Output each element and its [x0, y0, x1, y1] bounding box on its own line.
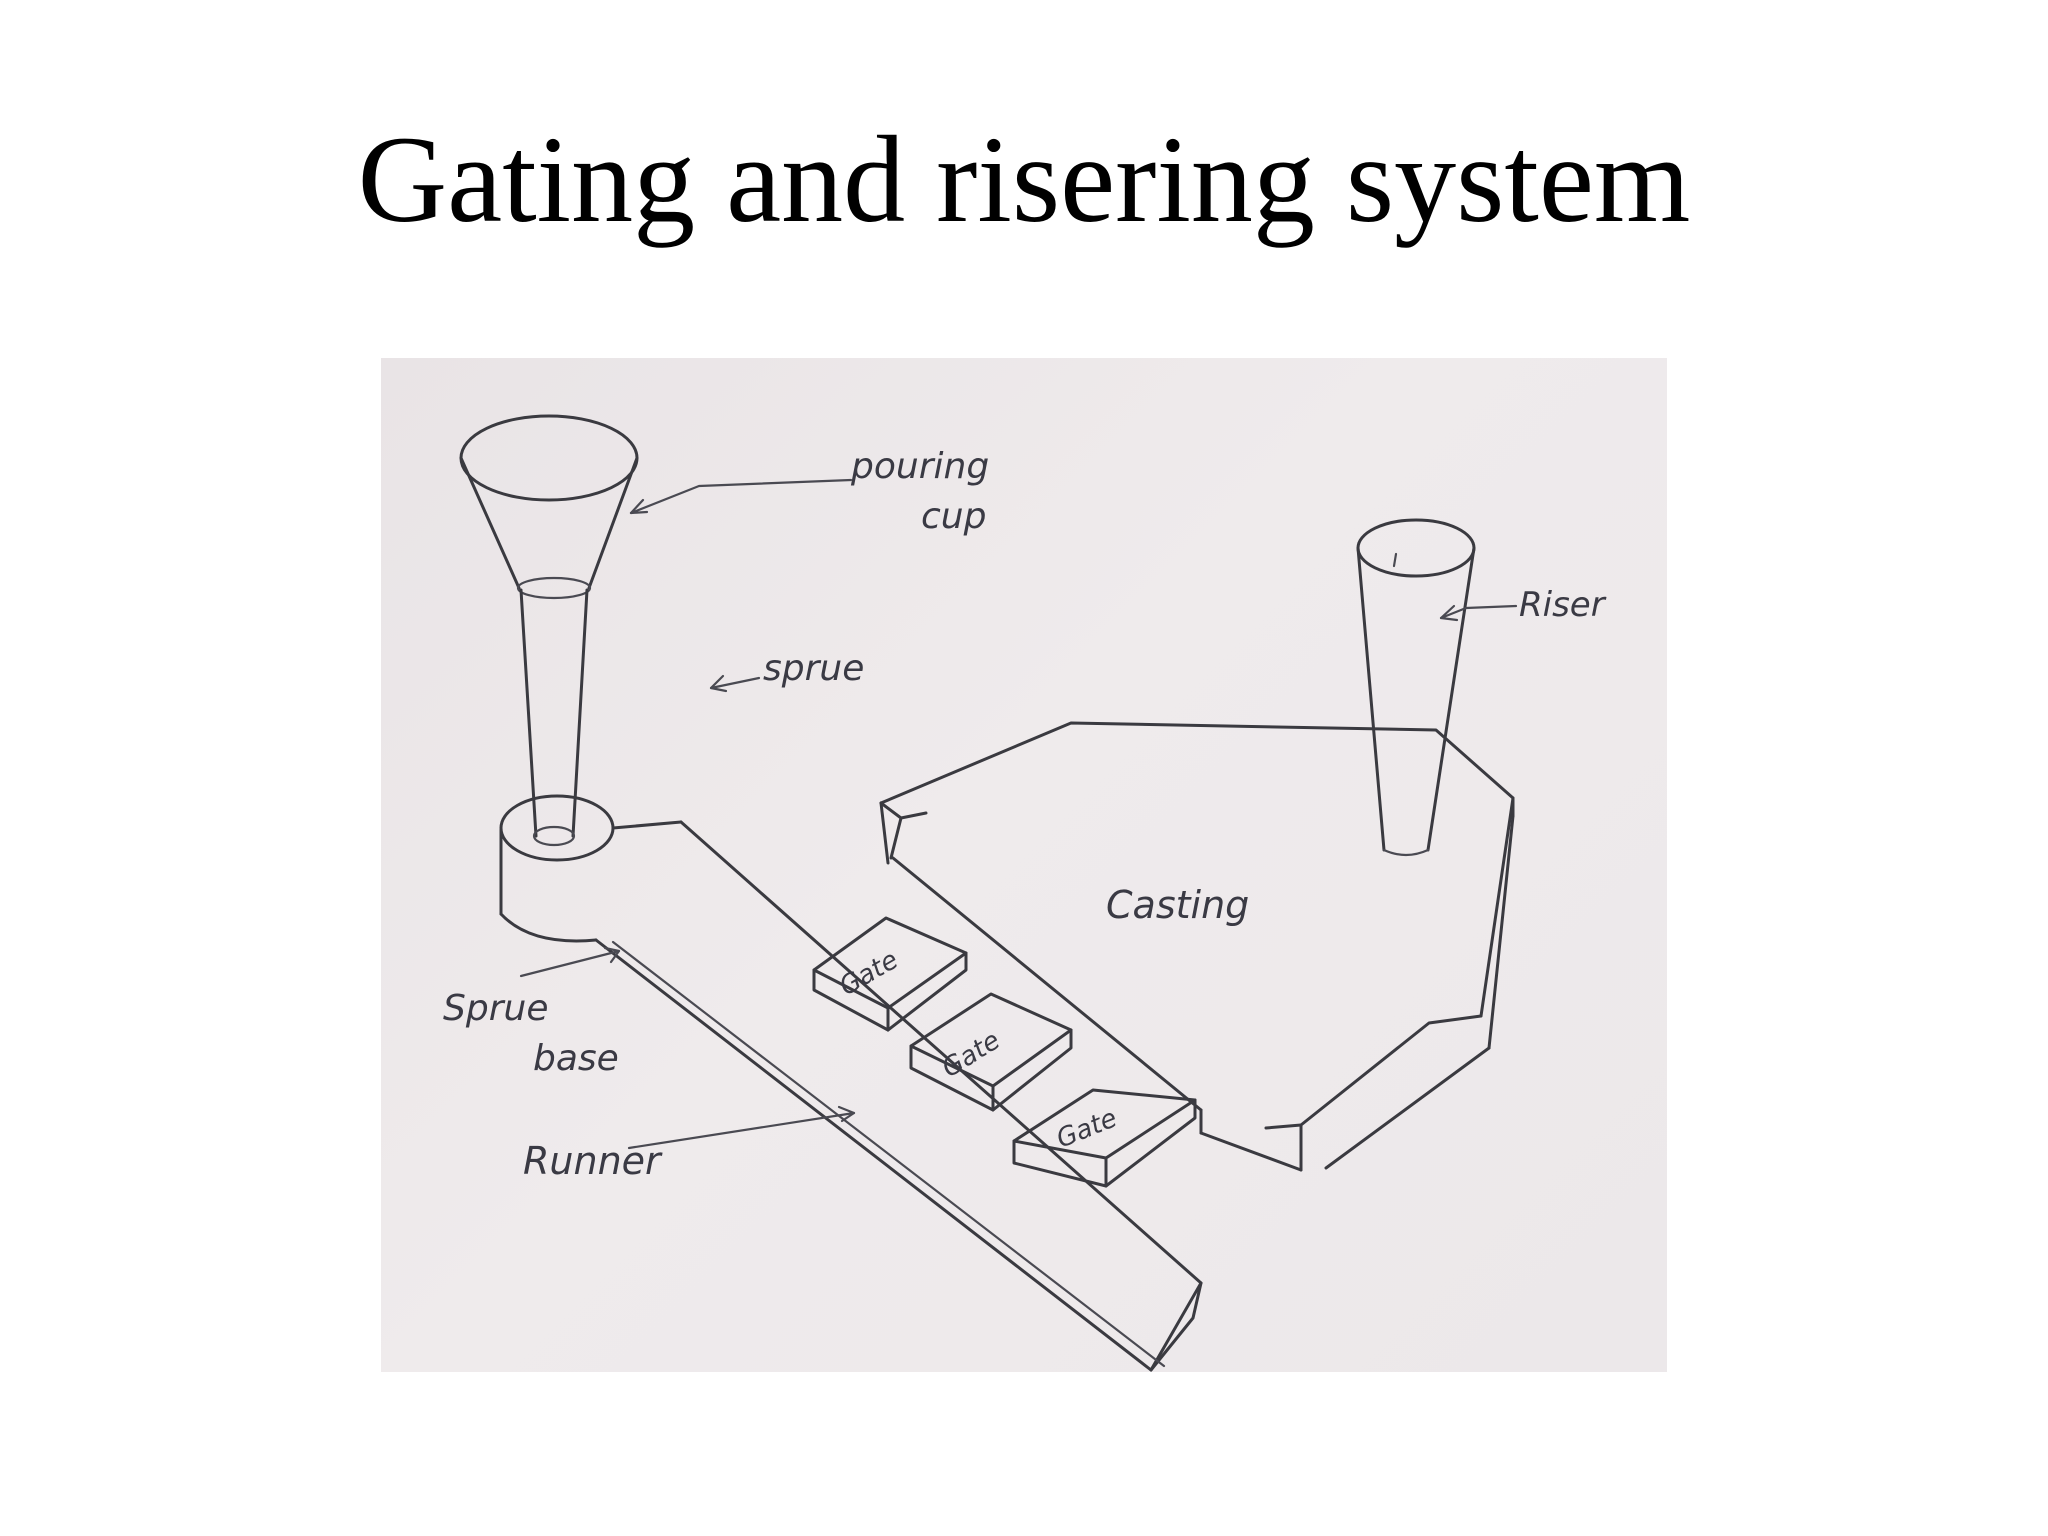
label-sprue-base-line2: base	[533, 1038, 619, 1079]
label-casting: Casting	[1106, 883, 1249, 927]
riser	[1356, 518, 1476, 857]
casting	[879, 721, 1515, 1172]
pouring-cup	[459, 414, 639, 600]
leader-lines	[519, 478, 1518, 1150]
sprue-base	[499, 794, 683, 943]
gating-system-sketch: pouring cup sprue Riser Casting Sprue ba…	[443, 414, 1607, 1372]
sketch-photo: pouring cup sprue Riser Casting Sprue ba…	[381, 358, 1667, 1372]
gate-1	[812, 916, 968, 1032]
gate-3	[1012, 1088, 1197, 1188]
gate-2	[909, 992, 1073, 1112]
runner	[594, 820, 1203, 1372]
label-sprue: sprue	[763, 648, 864, 689]
label-sprue-base-line1: Sprue	[443, 988, 548, 1029]
label-pouring-cup-line2: cup	[921, 496, 986, 537]
sprue	[519, 588, 589, 838]
label-pouring-cup-line1: pouring	[850, 446, 989, 487]
slide-title: Gating and risering system	[357, 111, 1691, 248]
label-riser: Riser	[1519, 585, 1607, 625]
label-runner: Runner	[523, 1139, 663, 1183]
label-gate-1: Gate	[835, 945, 904, 1002]
